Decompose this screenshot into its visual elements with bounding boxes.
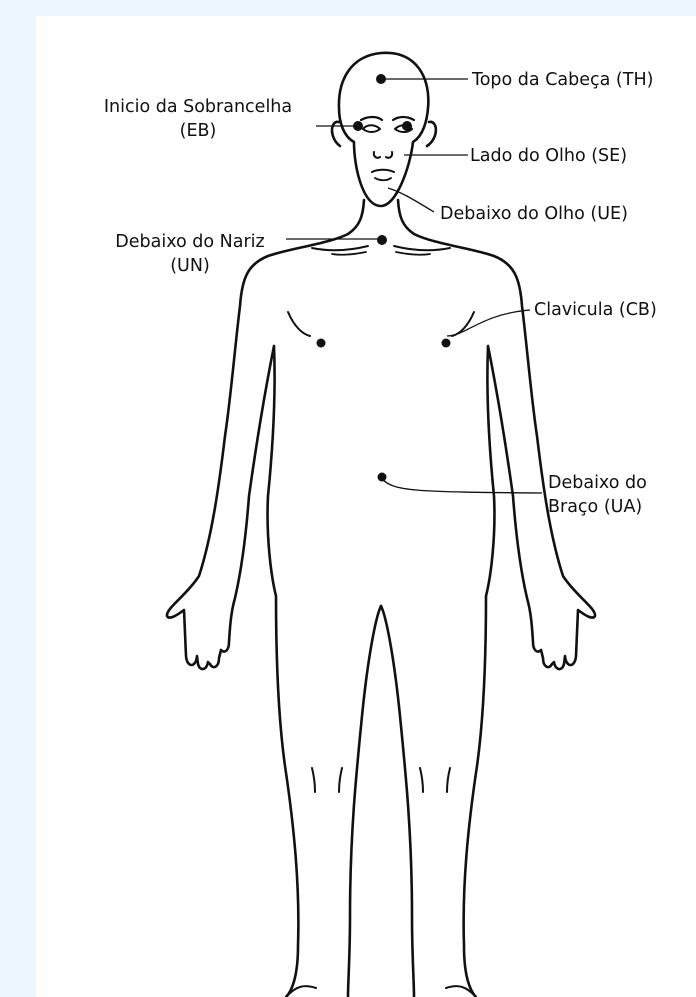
knee-right-2 (420, 768, 423, 792)
left-eyebrow (361, 117, 382, 120)
chest-left (288, 312, 310, 336)
inner-left-leg (348, 606, 381, 997)
label-debaixo-do-olho: Debaixo do Olho (UE) (440, 202, 628, 226)
label-debaixo-do-nariz: Debaixo do Nariz (UN) (92, 230, 288, 278)
point-TH-dot (376, 74, 386, 84)
label-inicio-da-sobrancelha-code: (EB) (82, 119, 314, 143)
knee-left-2 (339, 768, 342, 792)
label-clavicula-text: Clavicula (CB) (534, 298, 657, 322)
label-clavicula: Clavicula (CB) (534, 298, 657, 322)
lower-lip (375, 178, 391, 180)
label-debaixo-do-braco-code: Braço (UA) (548, 495, 647, 519)
point-CB-left-dot (317, 339, 326, 348)
knee-left-1 (312, 768, 315, 792)
label-debaixo-do-braco-text: Debaixo do (548, 471, 647, 495)
point-UA-dot (378, 473, 387, 482)
mouth (372, 170, 394, 172)
right-eyebrow (393, 117, 414, 120)
label-debaixo-do-braco: Debaixo do Braço (UA) (548, 471, 647, 519)
label-topo-da-cabeca-text: Topo da Cabeça (TH) (472, 68, 653, 92)
chest-right (452, 312, 474, 336)
leader-UE (388, 188, 434, 212)
right-ear (427, 122, 436, 146)
label-inicio-da-sobrancelha: Inicio da Sobrancelha (EB) (82, 95, 314, 143)
point-EB-left-dot (353, 121, 363, 131)
left-foot (286, 986, 316, 997)
inner-right-leg (381, 606, 414, 997)
leader-UA (382, 479, 542, 493)
collarbone-right (394, 246, 450, 250)
left-eye (363, 125, 380, 132)
right-foot (446, 986, 476, 997)
label-debaixo-do-olho-text: Debaixo do Olho (UE) (440, 202, 628, 226)
label-debaixo-do-nariz-text: Debaixo do Nariz (92, 230, 288, 254)
nose (374, 152, 392, 158)
label-lado-do-olho: Lado do Olho (SE) (470, 144, 627, 168)
collarbone-left-2 (332, 252, 366, 255)
collarbone-left (312, 246, 368, 250)
label-inicio-da-sobrancelha-text: Inicio da Sobrancelha (82, 95, 314, 119)
label-lado-do-olho-text: Lado do Olho (SE) (470, 144, 627, 168)
body-outline (167, 200, 364, 997)
collarbone-right-2 (396, 252, 430, 255)
label-topo-da-cabeca: Topo da Cabeça (TH) (472, 68, 653, 92)
label-debaixo-do-nariz-code: (UN) (92, 254, 288, 278)
knee-right-1 (447, 768, 450, 792)
point-EB-right-dot (402, 121, 412, 131)
point-UN-dot (377, 235, 387, 245)
diagram-card: Topo da Cabeça (TH) Inicio da Sobrancelh… (36, 16, 696, 997)
point-CB-right-dot (442, 339, 451, 348)
